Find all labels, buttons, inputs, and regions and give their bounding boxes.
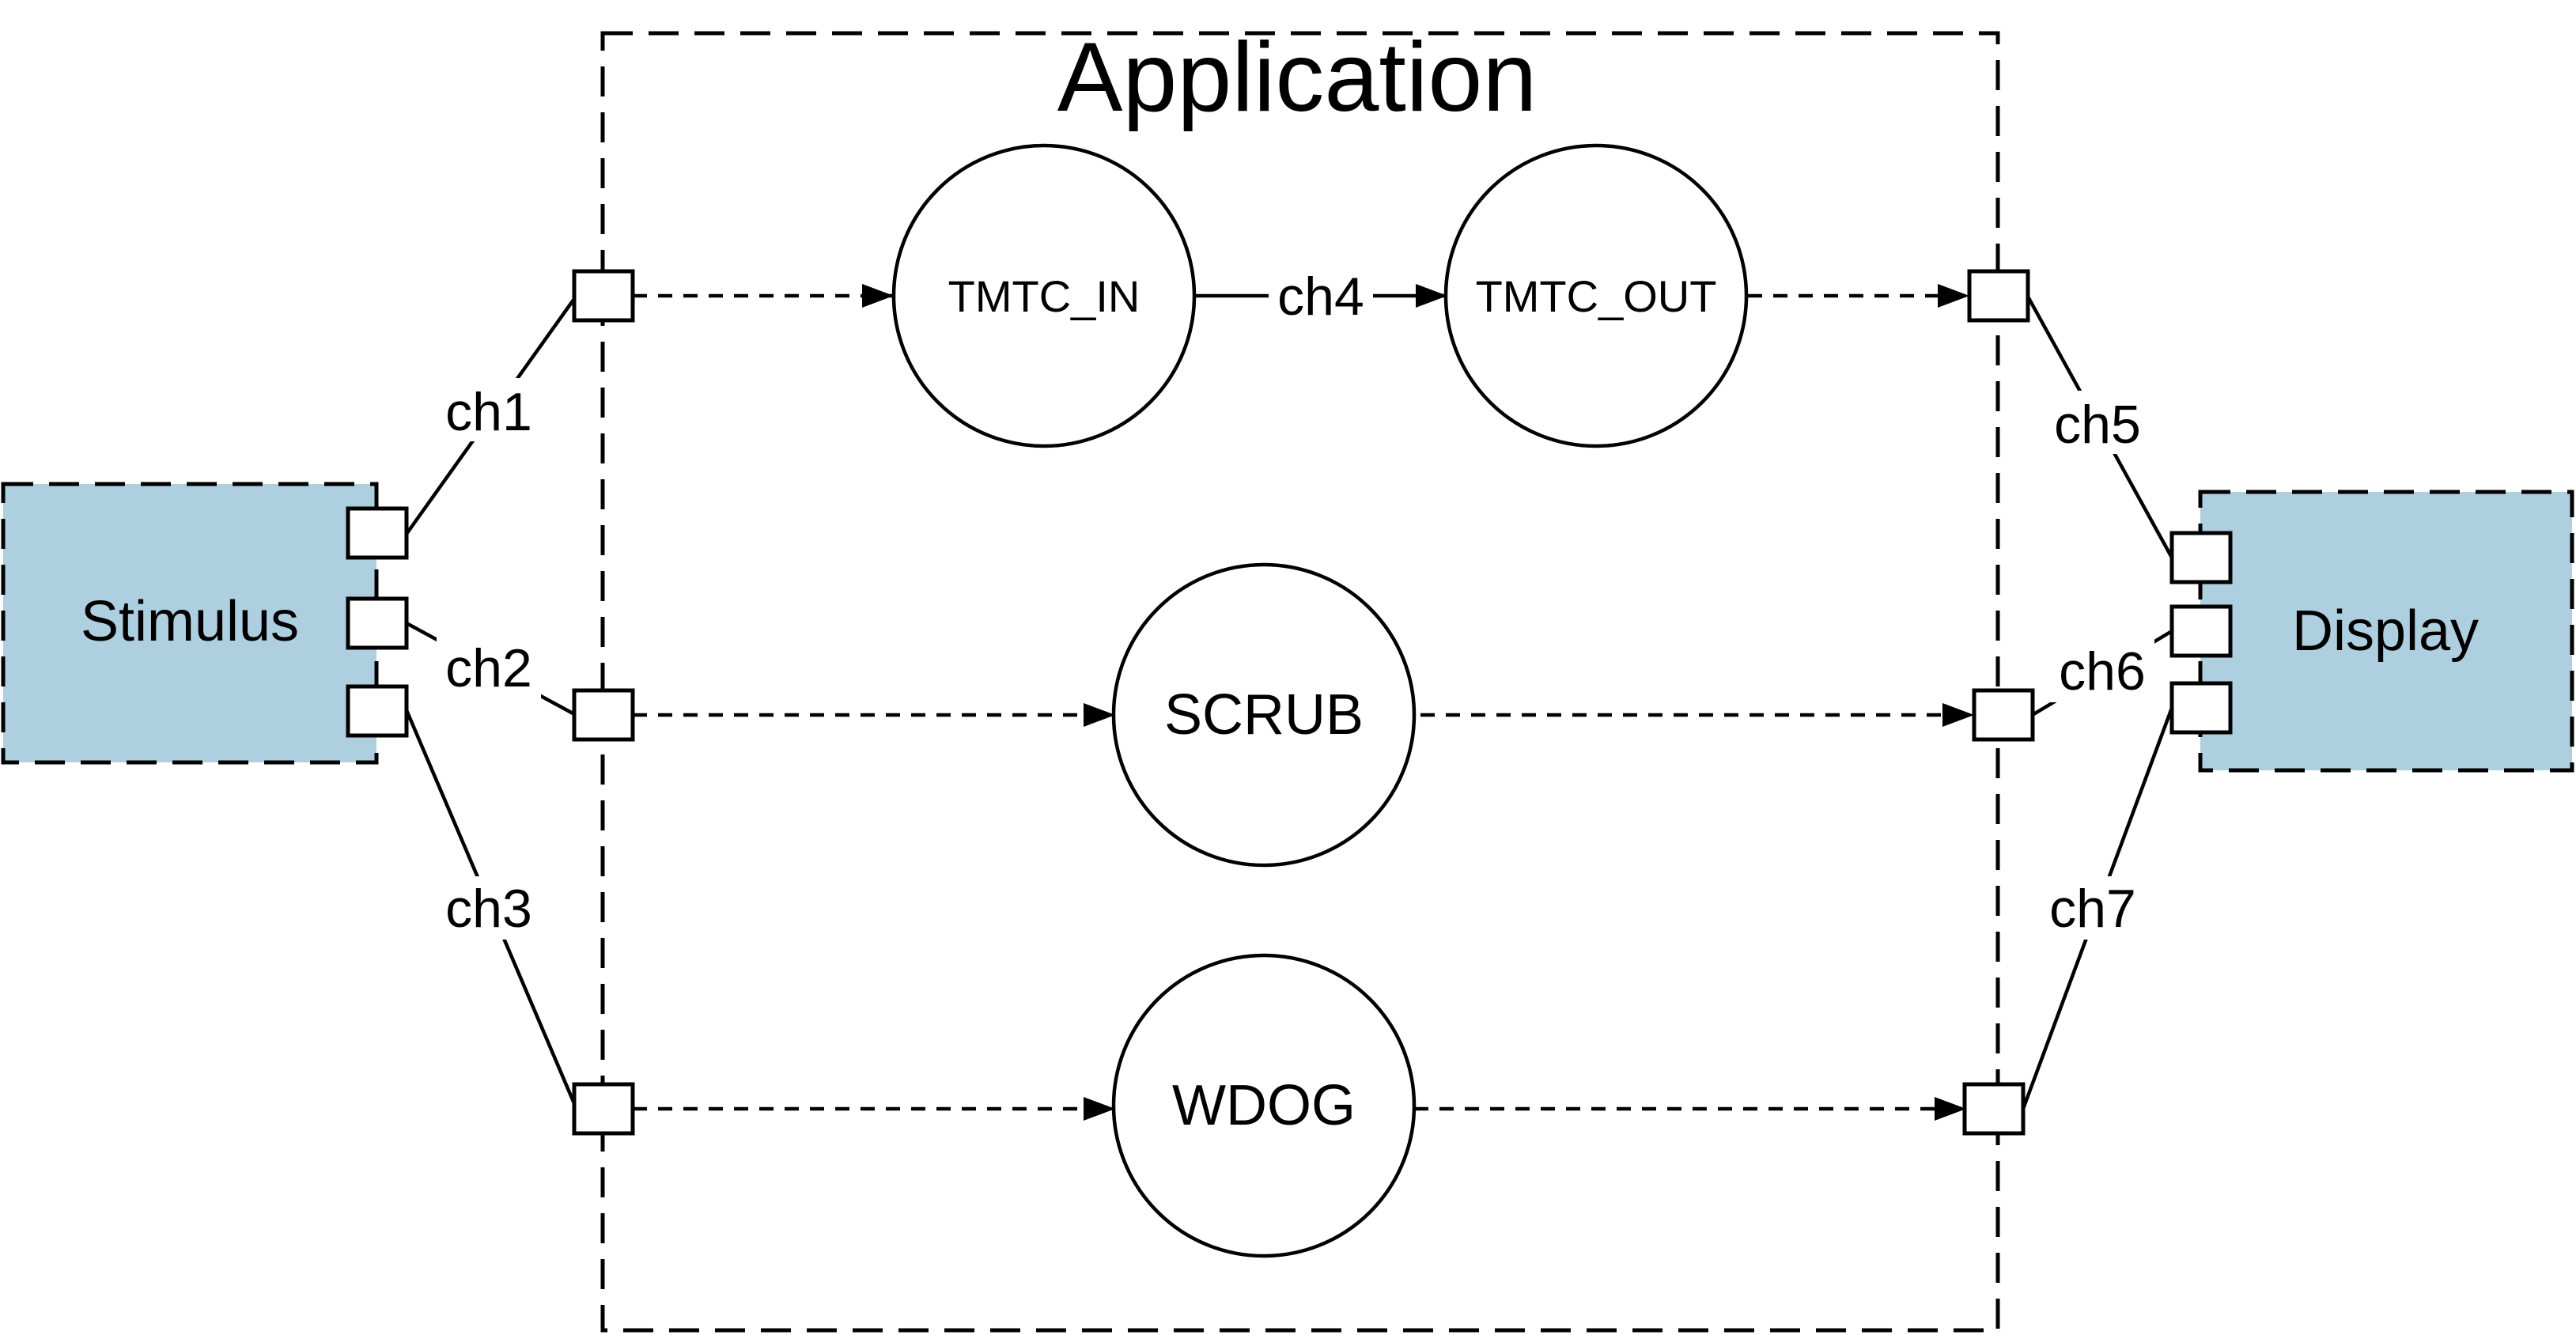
app-in-port-1 xyxy=(572,269,635,323)
stimulus-label: Stimulus xyxy=(81,590,299,653)
display-port-3 xyxy=(2169,681,2233,735)
ch7-label: ch7 xyxy=(2049,879,2136,939)
app-in-port-3 xyxy=(572,1082,635,1136)
ch3-label-bg xyxy=(437,876,541,940)
application-boundary xyxy=(600,31,2000,1333)
ch2-label: ch2 xyxy=(445,638,532,698)
app-in-port-2 xyxy=(572,688,635,742)
ch1-label: ch1 xyxy=(445,382,532,442)
process-tmtc-in xyxy=(891,143,1197,448)
stimulus-box xyxy=(1,482,379,765)
stimulus-port-3 xyxy=(346,684,409,738)
process-wdog-label: WDOG xyxy=(1172,1074,1356,1137)
ch6-label: ch6 xyxy=(2059,641,2146,702)
application-title: Application xyxy=(1057,23,1538,132)
process-tmtc-out xyxy=(1443,143,1749,448)
stimulus-port-2 xyxy=(346,596,409,650)
app-out-port-1 xyxy=(1967,269,2030,323)
process-scrub-label: SCRUB xyxy=(1164,683,1364,747)
display-box xyxy=(2198,490,2574,773)
app-out-port-2 xyxy=(1972,688,2035,742)
display-port-2 xyxy=(2169,604,2233,658)
ch4-label: ch4 xyxy=(1277,267,1364,327)
ch4-label-bg xyxy=(1269,266,1373,327)
process-tmtc-in-label: TMTC_IN xyxy=(948,271,1140,321)
process-wdog xyxy=(1111,953,1417,1258)
ch6-label-bg xyxy=(2050,639,2154,702)
ch2-label-bg xyxy=(437,636,541,699)
process-scrub xyxy=(1111,562,1417,868)
ch7-label-bg xyxy=(2041,876,2145,940)
ch3-label: ch3 xyxy=(445,879,532,939)
display-label: Display xyxy=(2292,599,2479,663)
ch5-label: ch5 xyxy=(2054,395,2141,455)
ch1-label-bg xyxy=(437,378,541,441)
display-port-1 xyxy=(2169,531,2233,584)
app-out-port-3 xyxy=(1962,1082,2026,1136)
stimulus-port-1 xyxy=(346,506,409,560)
ch5-label-bg xyxy=(2045,391,2150,454)
process-tmtc-out-label: TMTC_OUT xyxy=(1476,271,1717,321)
